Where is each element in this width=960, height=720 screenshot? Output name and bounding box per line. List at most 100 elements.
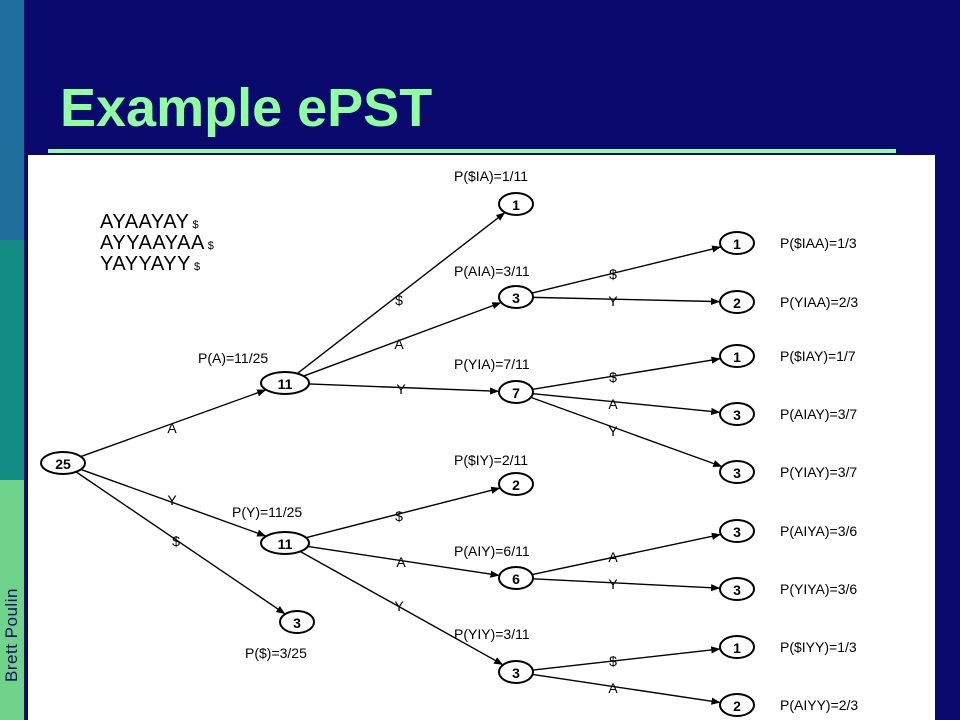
node-yyeos: 1 P($IYY)=1/3 xyxy=(719,635,857,659)
edge-label-aa-to-aaeos: $ xyxy=(609,266,617,282)
sequence-1: AYAAYAY$ xyxy=(100,211,199,233)
prob-label-yyeos: P($IYY)=1/3 xyxy=(780,639,857,655)
edge-label-ya-to-yaa: A xyxy=(608,549,618,565)
node-count: 2 xyxy=(512,477,520,493)
edge-label-root-to-eos: $ xyxy=(172,533,180,549)
edge-root-to-y xyxy=(80,468,267,537)
node-ellipse xyxy=(719,635,755,659)
node-yaa: 3 P(AIYA)=3/6 xyxy=(719,519,857,543)
side-stripe xyxy=(0,0,24,720)
edge-label-yy-to-yya: A xyxy=(608,680,618,696)
prob-label-aa: P(AIA)=3/11 xyxy=(454,263,530,279)
node-ellipse xyxy=(498,285,534,309)
edge-ay-to-aya xyxy=(532,392,721,416)
author-label: Brett Poulin xyxy=(2,588,21,682)
edge-aa-to-aay xyxy=(532,296,721,306)
node-ellipse xyxy=(498,660,534,684)
node-ellipse xyxy=(719,460,755,484)
edge-label-a-to-aeos: $ xyxy=(395,292,403,308)
node-ellipse xyxy=(279,610,315,634)
prob-label-yeos: P($IY)=2/11 xyxy=(454,452,528,468)
prob-label-yya: P(AIYY)=2/3 xyxy=(780,697,858,713)
edge-ya-to-yaa xyxy=(532,532,721,576)
edge-ya-to-yay xyxy=(532,578,721,592)
node-count: 2 xyxy=(733,698,741,714)
edge-label-root-to-y: Y xyxy=(167,492,177,508)
edge-a-to-aa xyxy=(303,301,502,377)
node-ellipse xyxy=(498,380,534,404)
node-count: 3 xyxy=(293,615,301,631)
prob-label-aya: P(AIAY)=3/7 xyxy=(780,406,857,422)
node-ellipse xyxy=(498,566,534,590)
node-count: 6 xyxy=(512,571,520,587)
sequence-terminator: $ xyxy=(194,261,201,273)
node-count: 11 xyxy=(278,376,293,392)
sequence-text: AYYAAYAA xyxy=(100,232,205,254)
node-count: 11 xyxy=(278,536,293,552)
edge-label-ay-to-ayeos: $ xyxy=(609,369,617,385)
node-count: 1 xyxy=(733,349,741,365)
node-ellipse xyxy=(260,531,310,555)
stripe-segment-top xyxy=(0,0,24,240)
edge-a-to-aeos xyxy=(296,211,506,375)
sequence-terminator: $ xyxy=(192,219,199,231)
sequence-text: YAYYAYY xyxy=(100,253,191,275)
edge-label-y-to-yy: Y xyxy=(394,598,404,614)
prob-label-yaa: P(AIYA)=3/6 xyxy=(780,523,857,539)
node-eos: 3P($)=3/25 xyxy=(245,610,315,661)
prob-label-ay: P(YIA)=7/11 xyxy=(454,356,530,372)
prob-label-eos: P($)=3/25 xyxy=(245,645,307,661)
node-count: 25 xyxy=(55,456,71,472)
node-ellipse xyxy=(719,231,755,255)
edge-ay-to-ayeos xyxy=(532,356,721,391)
node-count: 2 xyxy=(733,295,741,311)
node-y: 11 P(Y)=11/25 xyxy=(232,504,310,555)
node-yeos: 2 P($IY)=2/11 xyxy=(454,452,534,496)
prob-label-ayeos: P($IAY)=1/7 xyxy=(780,348,856,364)
node-count: 3 xyxy=(733,524,741,540)
stripe-segment-bottom xyxy=(0,480,24,720)
node-count: 3 xyxy=(733,407,741,423)
edge-label-a-to-aa: A xyxy=(394,336,404,352)
node-count: 1 xyxy=(733,640,741,656)
edge-label-yy-to-yyeos: $ xyxy=(609,653,617,669)
sequence-text: AYAAYAY xyxy=(100,211,189,233)
node-root: 25 xyxy=(40,451,86,475)
node-count: 1 xyxy=(733,236,741,252)
prob-label-y: P(Y)=11/25 xyxy=(232,504,302,520)
node-count: 3 xyxy=(733,582,741,598)
prob-label-a: P(A)=11/25 xyxy=(198,350,268,366)
edge-label-root-to-a: A xyxy=(167,420,177,436)
edge-label-a-to-ay: Y xyxy=(396,381,406,397)
tree-edges: AY$$AY$AY$Y$AYAY$A xyxy=(75,211,723,705)
node-ay: 7 P(YIA)=7/11 xyxy=(454,356,534,404)
node-yy: 3 P(YIY)=3/11 xyxy=(454,626,534,684)
edge-root-to-a xyxy=(80,389,267,458)
edge-label-ay-to-ayy: Y xyxy=(608,423,618,439)
node-count: 3 xyxy=(512,665,520,681)
edge-yy-to-yya xyxy=(532,673,721,705)
node-count: 7 xyxy=(512,385,520,401)
node-ellipse xyxy=(719,519,755,543)
title-underline xyxy=(48,149,896,153)
prob-label-aaeos: P($IAA)=1/3 xyxy=(780,235,857,251)
node-aa: 3P(AIA)=3/11 xyxy=(454,263,534,309)
edge-label-ay-to-aya: A xyxy=(608,396,618,412)
node-ellipse xyxy=(719,693,755,717)
sequence-terminator: $ xyxy=(208,240,215,252)
edge-y-to-yeos xyxy=(305,486,501,539)
edge-ay-to-ayy xyxy=(530,396,723,468)
edge-y-to-yy xyxy=(299,550,504,666)
edge-label-y-to-yeos: $ xyxy=(395,508,403,524)
edge-yy-to-yyeos xyxy=(532,646,721,671)
node-aeos: 1P($IA)=1/11 xyxy=(454,168,534,216)
edge-label-ya-to-yay: Y xyxy=(608,576,618,592)
prob-label-yy: P(YIY)=3/11 xyxy=(454,626,530,642)
prob-label-aeos: P($IA)=1/11 xyxy=(454,168,528,184)
node-ayeos: 1 P($IAY)=1/7 xyxy=(719,344,856,368)
node-ellipse xyxy=(40,451,86,475)
